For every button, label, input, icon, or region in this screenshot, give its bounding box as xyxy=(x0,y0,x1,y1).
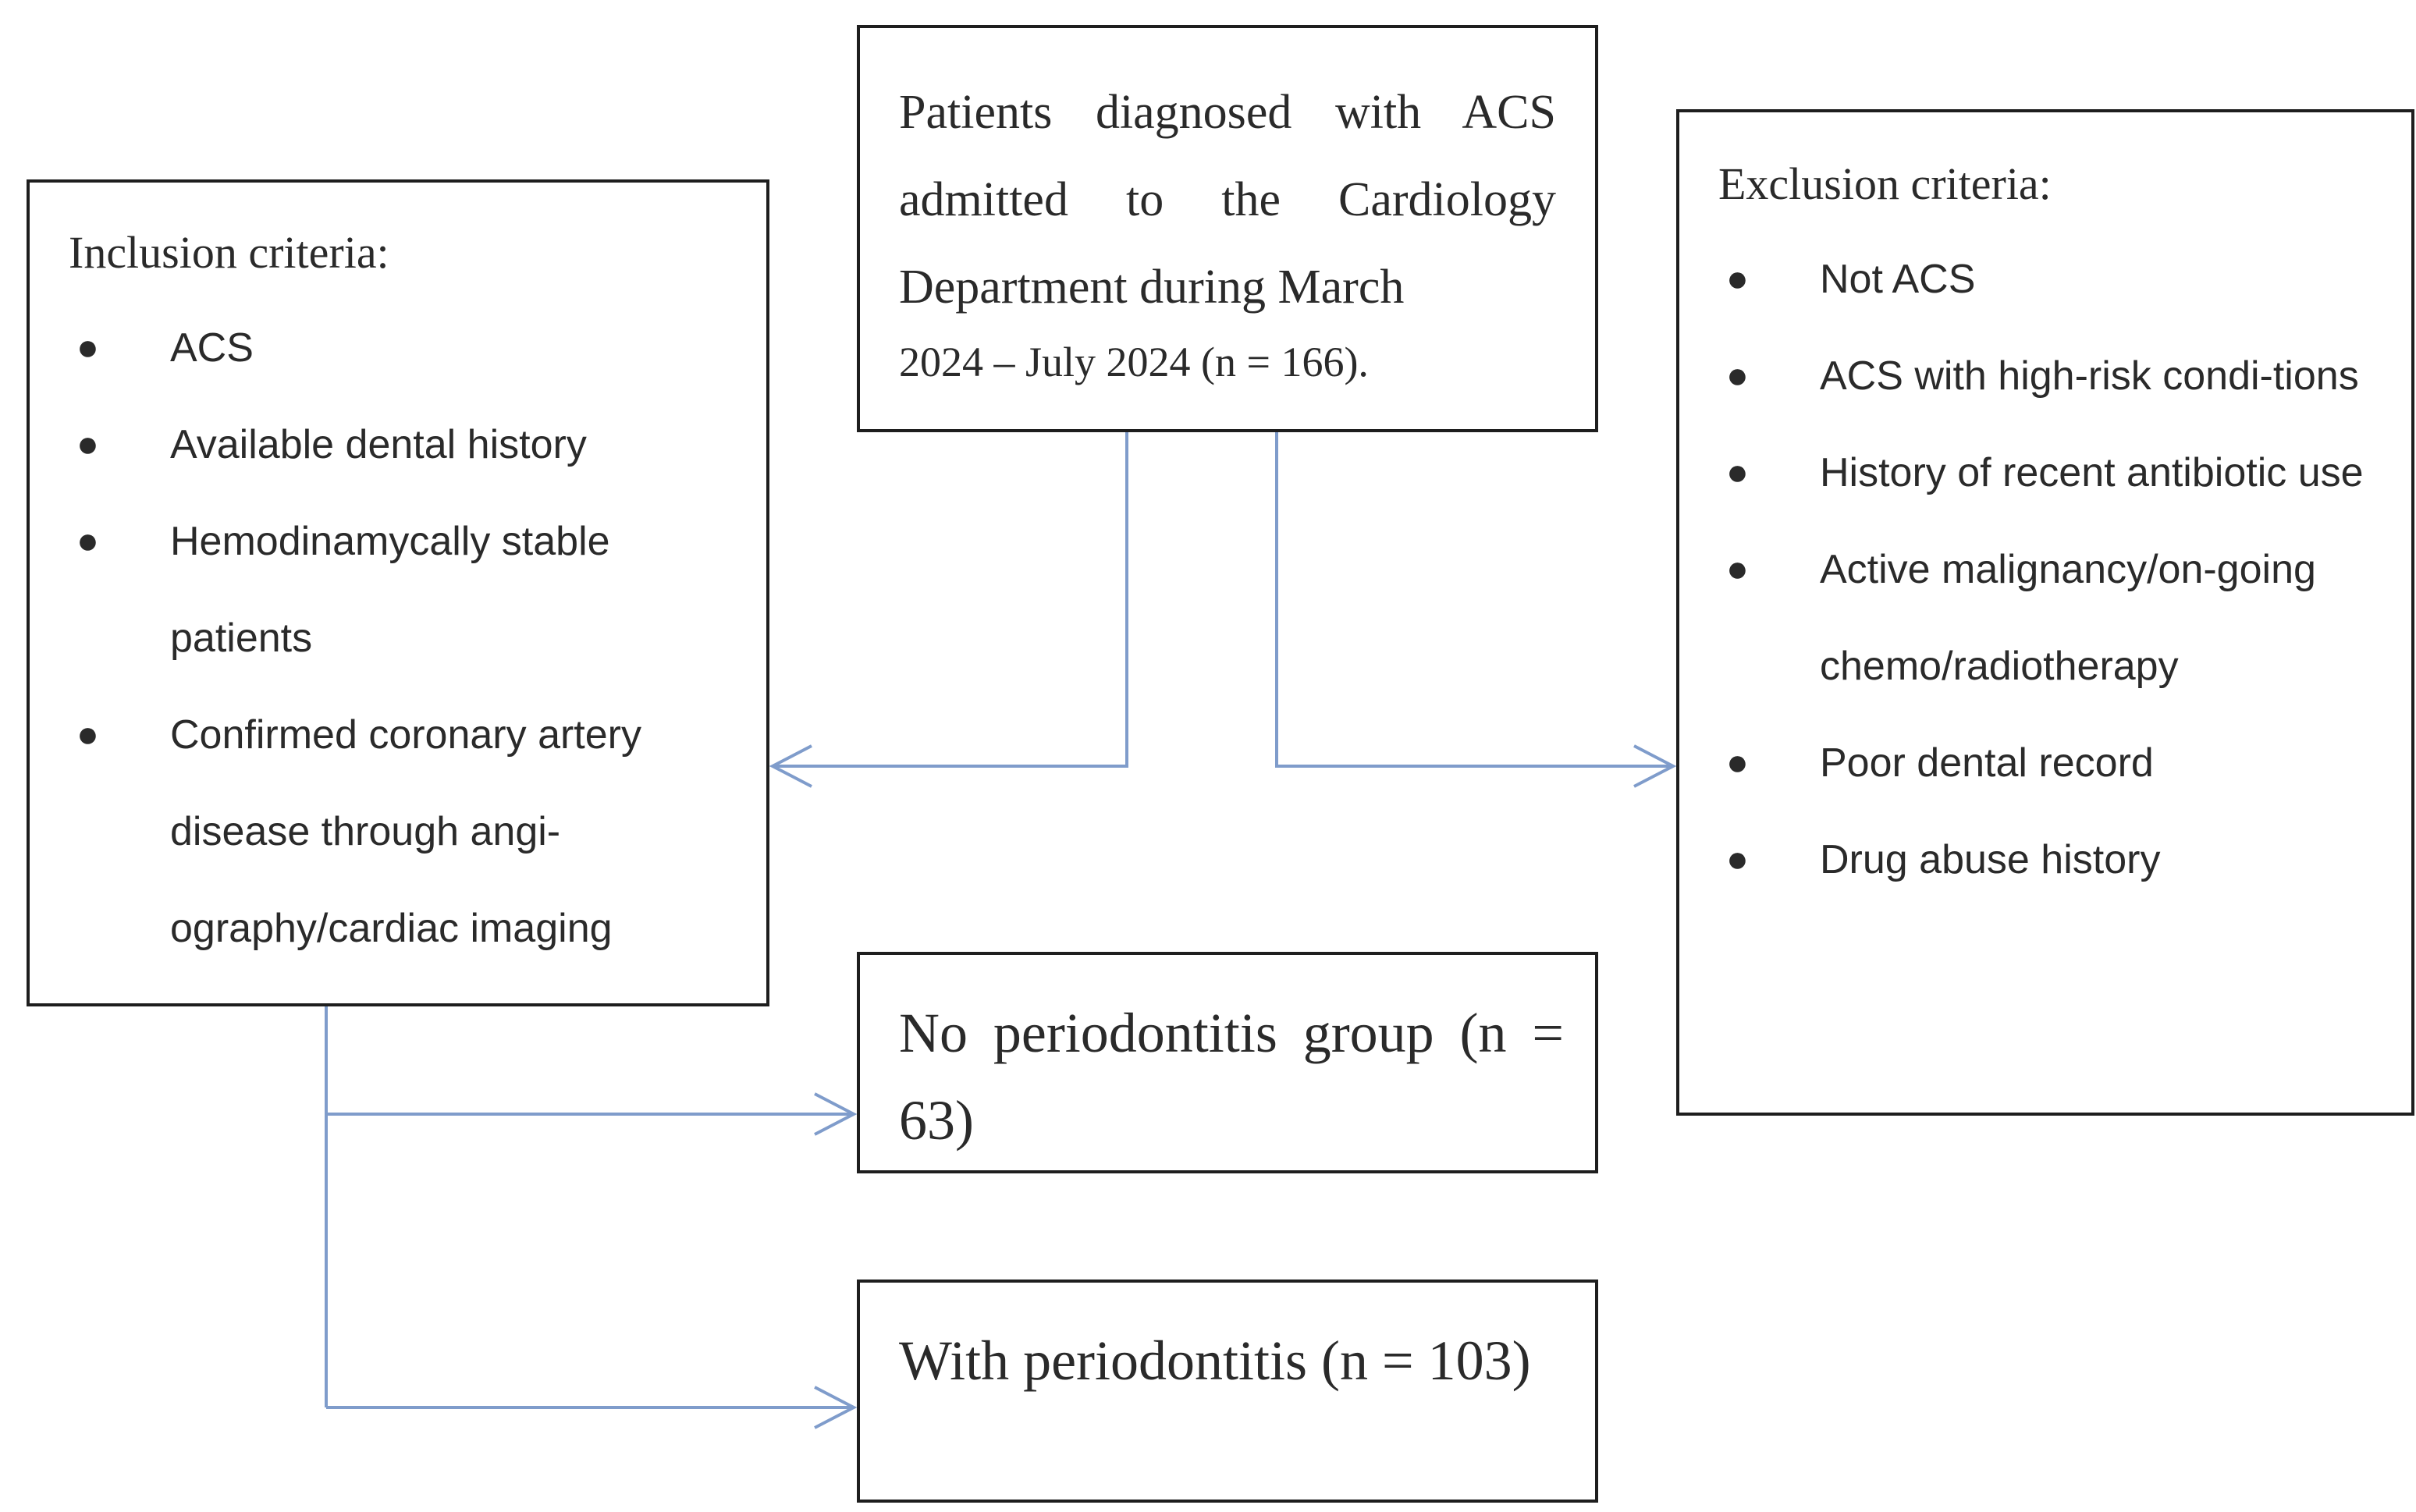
inclusion-item: ● Available dental history xyxy=(69,396,735,493)
arrowhead-inclusion xyxy=(769,744,812,788)
study-population-text: Patients diagnosed with ACS admitted to … xyxy=(899,86,1556,314)
exclusion-criteria-box: Exclusion criteria: ● Not ACS ● ACS with h… xyxy=(1676,109,2414,1116)
bullet-icon: ● xyxy=(1726,548,1749,590)
exclusion-item: ● Drug abuse history xyxy=(1718,811,2396,908)
bullet-icon: ● xyxy=(1726,742,1749,783)
bullet-icon: ● xyxy=(1726,452,1749,493)
exclusion-item-text: History of recent antibiotic use xyxy=(1820,450,2364,495)
bullet-icon: ● xyxy=(76,714,99,755)
exclusion-criteria-list: ● Not ACS ● ACS with high-risk condi-tions… xyxy=(1718,231,2396,908)
inclusion-item: ● Hemodinamycally stable patients xyxy=(69,493,735,687)
study-population-dates: 2024 – July 2024 (n = 166). xyxy=(899,339,1369,385)
no-periodontitis-group-text: No periodontitis group (n = 63) xyxy=(899,1002,1564,1152)
inclusion-criteria-title: Inclusion criteria: xyxy=(69,227,389,278)
inclusion-criteria-box: Inclusion criteria: ● ACS ● Available dent… xyxy=(27,179,769,1006)
arrowhead-with-periodontitis xyxy=(814,1386,858,1429)
bullet-icon: ● xyxy=(1726,355,1749,396)
exclusion-item-text: Drug abuse history xyxy=(1820,837,2161,882)
arrowhead-exclusion xyxy=(1633,744,1677,788)
bullet-icon: ● xyxy=(1726,839,1749,880)
study-population-box: Patients diagnosed with ACS admitted to … xyxy=(857,25,1598,432)
exclusion-criteria-title: Exclusion criteria: xyxy=(1718,158,2052,209)
no-periodontitis-group-box: No periodontitis group (n = 63) xyxy=(857,952,1598,1173)
with-periodontitis-group-text: With periodontitis (n = 103) xyxy=(899,1329,1531,1392)
exclusion-item-text: Not ACS xyxy=(1820,257,1976,302)
exclusion-item-text: Poor dental record xyxy=(1820,740,2154,786)
inclusion-item: ● Confirmed coronary artery disease throu… xyxy=(69,687,735,977)
with-periodontitis-group-box: With periodontitis (n = 103) xyxy=(857,1280,1598,1503)
exclusion-item: ● Not ACS xyxy=(1718,231,2396,328)
bullet-icon: ● xyxy=(1726,258,1749,300)
inclusion-item-text: ACS xyxy=(170,325,254,371)
exclusion-item: ● Active malignancy/on-going chemo/radiot… xyxy=(1718,521,2396,715)
exclusion-item: ● Poor dental record xyxy=(1718,715,2396,811)
bullet-icon: ● xyxy=(76,520,99,562)
bullet-icon: ● xyxy=(76,327,99,368)
exclusion-item-text: Active malignancy/on-going chemo/radioth… xyxy=(1820,547,2316,689)
exclusion-item: ● History of recent antibiotic use xyxy=(1718,424,2396,521)
inclusion-item-text: Hemodinamycally stable patients xyxy=(170,519,610,661)
exclusion-item: ● ACS with high-risk condi-tions xyxy=(1718,328,2396,424)
inclusion-item: ● ACS xyxy=(69,300,735,396)
arrow-to-inclusion xyxy=(773,432,1128,768)
inclusion-criteria-list: ● ACS ● Available dental history ● Hemodina… xyxy=(69,300,735,977)
exclusion-item-text: ACS with high-risk condi-tions xyxy=(1820,353,2359,399)
bullet-icon: ● xyxy=(76,424,99,465)
arrowhead-no-periodontitis xyxy=(814,1092,858,1136)
inclusion-item-text: Available dental history xyxy=(170,422,587,467)
arrow-to-exclusion xyxy=(1275,432,1673,768)
inclusion-item-text: Confirmed coronary artery disease throug… xyxy=(170,712,641,951)
